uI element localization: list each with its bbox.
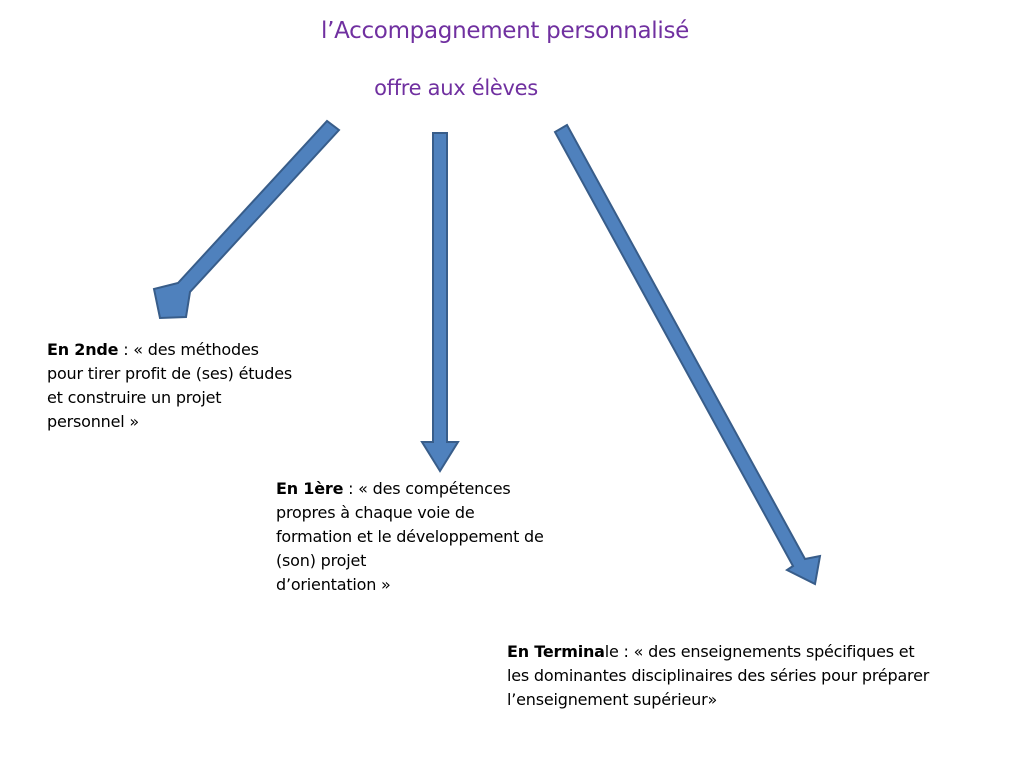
text-line-terminale-1: le : « des enseignements spécifiques et [604,642,915,661]
text-line-2nde-3: et construire un projet [47,388,222,407]
level-label-1ere: En 1ère [276,479,344,498]
level-label-terminale: En Termina [507,642,605,661]
arrow-to-1ere [420,132,460,473]
text-line-2nde-1: : « des méthodes [118,340,259,359]
text-line-1ere-2: propres à chaque voie de [276,503,475,522]
page-subtitle: offre aux élèves [374,76,538,100]
page-title: l’Accompagnement personnalisé [320,18,689,44]
text-line-1ere-5: d’orientation » [276,575,391,594]
text-line-terminale-3: l’enseignement supérieur» [507,690,718,709]
level-label-2nde: En 2nde [47,340,119,359]
text-line-1ere-3: formation et le développement de [276,527,544,546]
text-line-1ere-4: (son) projet [276,551,367,570]
text-line-1ere-1: : « des compétences [343,479,511,498]
arrow-to-2nde [152,119,341,320]
text-block-2nde: En 2nde : « des méthodes pour tirer prof… [47,338,337,434]
text-block-1ere: En 1ère : « des compétences propres à ch… [276,477,586,597]
text-line-2nde-4: personnel » [47,412,139,431]
text-line-terminale-2: les dominantes disciplinaires des séries… [507,666,930,685]
text-block-terminale: En Terminale : « des enseignements spéci… [507,640,997,712]
arrow-to-terminale [553,123,822,586]
text-line-2nde-2: pour tirer profit de (ses) études [47,364,292,383]
